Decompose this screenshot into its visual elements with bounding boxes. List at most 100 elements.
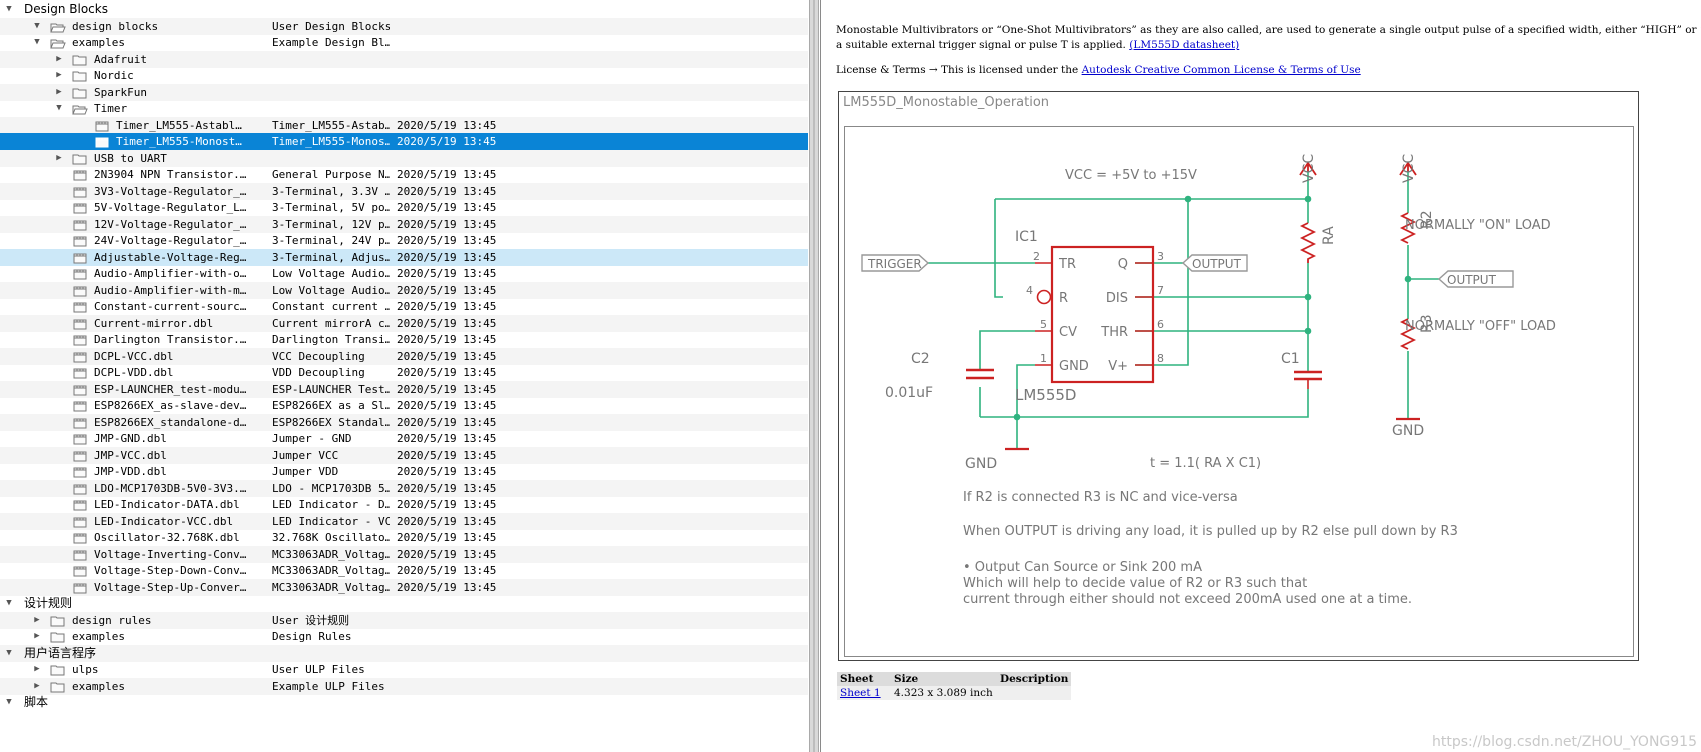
tree-folder-row[interactable]: ▼Timer (0, 100, 808, 117)
tree-file-row[interactable]: 5V-Voltage-Regulator_L…3-Terminal, 5V po… (0, 199, 808, 216)
pane-splitter[interactable] (809, 0, 819, 752)
expand-arrow-icon[interactable]: ▶ (34, 664, 40, 674)
collapse-arrow-icon[interactable]: ▼ (56, 103, 62, 113)
collapse-arrow-icon[interactable]: ▼ (34, 20, 40, 31)
tree-file-row[interactable]: Audio-Amplifier-with-m…Low Voltage Audio… (0, 281, 808, 299)
tree-file-row[interactable]: 12V-Voltage-Regulator_…3-Terminal, 12V p… (0, 215, 808, 233)
collapse-arrow-icon[interactable]: ▼ (6, 598, 12, 608)
expand-arrow-icon[interactable]: ▶ (56, 152, 62, 163)
design-block-icon (72, 285, 88, 296)
tree-item-name: examples (72, 36, 125, 49)
tree-file-row[interactable]: ESP8266EX_as-slave-dev…ESP8266EX as a Sl… (0, 397, 808, 414)
tree-item-date: 2020/5/19 13:45 (397, 366, 497, 379)
tree-item-name: 设计规则 (24, 596, 73, 610)
junction (1304, 327, 1312, 335)
tree-file-row[interactable]: Adjustable-Voltage-Reg…3-Terminal, Adjus… (0, 248, 808, 266)
design-block-icon (72, 367, 88, 379)
tree-file-row[interactable]: 3V3-Voltage-Regulator_…3-Terminal, 3.3V … (0, 182, 808, 200)
tree-file-row[interactable]: Timer_LM555-Monost…Timer_LM555-Monos…202… (0, 133, 808, 150)
datasheet-link[interactable]: (LM555D datasheet) (1129, 39, 1240, 51)
tree-item-date: 2020/5/19 13:45 (397, 184, 497, 198)
expand-arrow-icon[interactable]: ▶ (34, 631, 40, 641)
expand-arrow-icon[interactable]: ▶ (56, 70, 62, 80)
tree-file-row[interactable]: 24V-Voltage-Regulator_…3-Terminal, 24V p… (0, 232, 808, 249)
tree-file-row[interactable]: Constant-current-sourc…Constant current … (0, 298, 808, 315)
c2-label: C2 (911, 351, 930, 367)
tree-file-row[interactable]: Voltage-Step-Down-Conv…MC33063ADR_Voltag… (0, 562, 808, 579)
off-load-label: NORMALLY "OFF" LOAD (1405, 319, 1556, 334)
expand-arrow-icon[interactable]: ▶ (34, 680, 40, 691)
tree-file-row[interactable]: ESP8266EX_standalone-d…ESP8266EX Standal… (0, 413, 808, 431)
license-link[interactable]: Autodesk Creative Common License & Terms… (1081, 64, 1361, 76)
design-block-icon (72, 252, 88, 263)
tree-file-row[interactable]: LDO-MCP1703DB-5V0-3V3.…LDO - MCP1703DB 5… (0, 479, 808, 497)
tree-file-row[interactable]: Timer_LM555-Astabl…Timer_LM555-Astab…202… (0, 116, 808, 134)
design-block-icon (94, 120, 110, 131)
wire-cv-c2 (979, 330, 1035, 369)
tree-item-name: Voltage-Step-Down-Conv… (94, 564, 247, 577)
tree-file-row[interactable]: Darlington Transistor.…Darlington Transi… (0, 331, 808, 348)
tree-item-date: 2020/5/19 13:45 (397, 547, 497, 561)
tree-section-row[interactable]: ▼脚本 (0, 694, 808, 711)
tree-folder-row[interactable]: ▶Adafruit (0, 50, 808, 68)
sheet-link[interactable]: Sheet 1 (840, 687, 881, 699)
tree-file-row[interactable]: Voltage-Step-Up-Conver…MC33063ADR_Voltag… (0, 578, 808, 596)
tree-folder-row[interactable]: ▶USB to UART (0, 149, 808, 167)
tree-item-description: LED Indicator - VCC (272, 514, 390, 528)
ic-name-label: IC1 (1015, 229, 1038, 245)
tree-item-date: 2020/5/19 13:45 (397, 333, 497, 346)
tree-section-row[interactable]: ▼ 设计规则 (0, 595, 808, 612)
collapse-arrow-icon[interactable]: ▼ (6, 4, 12, 14)
wire-gnd-pin (1016, 364, 1035, 417)
collapse-arrow-icon[interactable]: ▼ (34, 37, 40, 47)
splitter-grip[interactable] (813, 0, 815, 752)
watermark: https://blog.csdn.net/ZHOU_YONG915 (1432, 734, 1697, 750)
expand-arrow-icon[interactable]: ▶ (34, 614, 40, 625)
tree-file-row[interactable]: 2N3904 NPN Transistor.…General Purpose N… (0, 166, 808, 183)
tree-item-date: 2020/5/19 13:45 (397, 135, 497, 148)
tree-item-date: 2020/5/19 13:45 (397, 300, 497, 313)
tree-item-date: 2020/5/19 13:45 (397, 531, 497, 544)
expand-arrow-icon[interactable]: ▶ (56, 53, 62, 64)
tree-item-name: JMP-GND.dbl (94, 432, 167, 445)
tree-file-row[interactable]: Audio-Amplifier-with-o…Low Voltage Audio… (0, 265, 808, 282)
design-block-icon (72, 235, 88, 247)
resistor-ra (1299, 222, 1317, 263)
tree-item-name: 2N3904 NPN Transistor.… (94, 168, 247, 181)
tree-item-description: LED Indicator - D… (272, 498, 390, 511)
tree-file-row[interactable]: Voltage-Inverting-Conv…MC33063ADR_Voltag… (0, 545, 808, 563)
tree-folder-row[interactable]: ▶Nordic (0, 67, 808, 84)
tree-item-name: Design Blocks (24, 2, 108, 16)
pin-label-q: Q (1118, 257, 1128, 272)
tree-section-row[interactable]: ▼ Design Blocks (0, 1, 808, 18)
sheets-row: Sheet 1 4.323 x 3.089 inch (837, 686, 1072, 700)
tree-item-date: 2020/5/19 13:45 (397, 465, 497, 478)
expand-arrow-icon[interactable]: ▶ (56, 86, 62, 97)
tree-item-name: DCPL-VDD.dbl (94, 366, 174, 379)
size-cell: 4.323 x 3.089 inch (891, 686, 997, 700)
collapse-arrow-icon[interactable]: ▼ (6, 647, 12, 658)
tree-folder-row[interactable]: ▶SparkFun (0, 83, 808, 101)
tree-file-row[interactable]: ESP-LAUNCHER_test-modu…ESP-LAUNCHER Test… (0, 380, 808, 398)
design-block-icon (72, 433, 88, 445)
collapse-arrow-icon[interactable]: ▼ (6, 697, 12, 707)
tree-item-description: 32.768K Oscillato… (272, 531, 390, 544)
schematic-frame: LM555D_Monostable_Operation (838, 91, 1639, 661)
tree-section-row[interactable]: ▼用户语言程序 (0, 644, 808, 662)
